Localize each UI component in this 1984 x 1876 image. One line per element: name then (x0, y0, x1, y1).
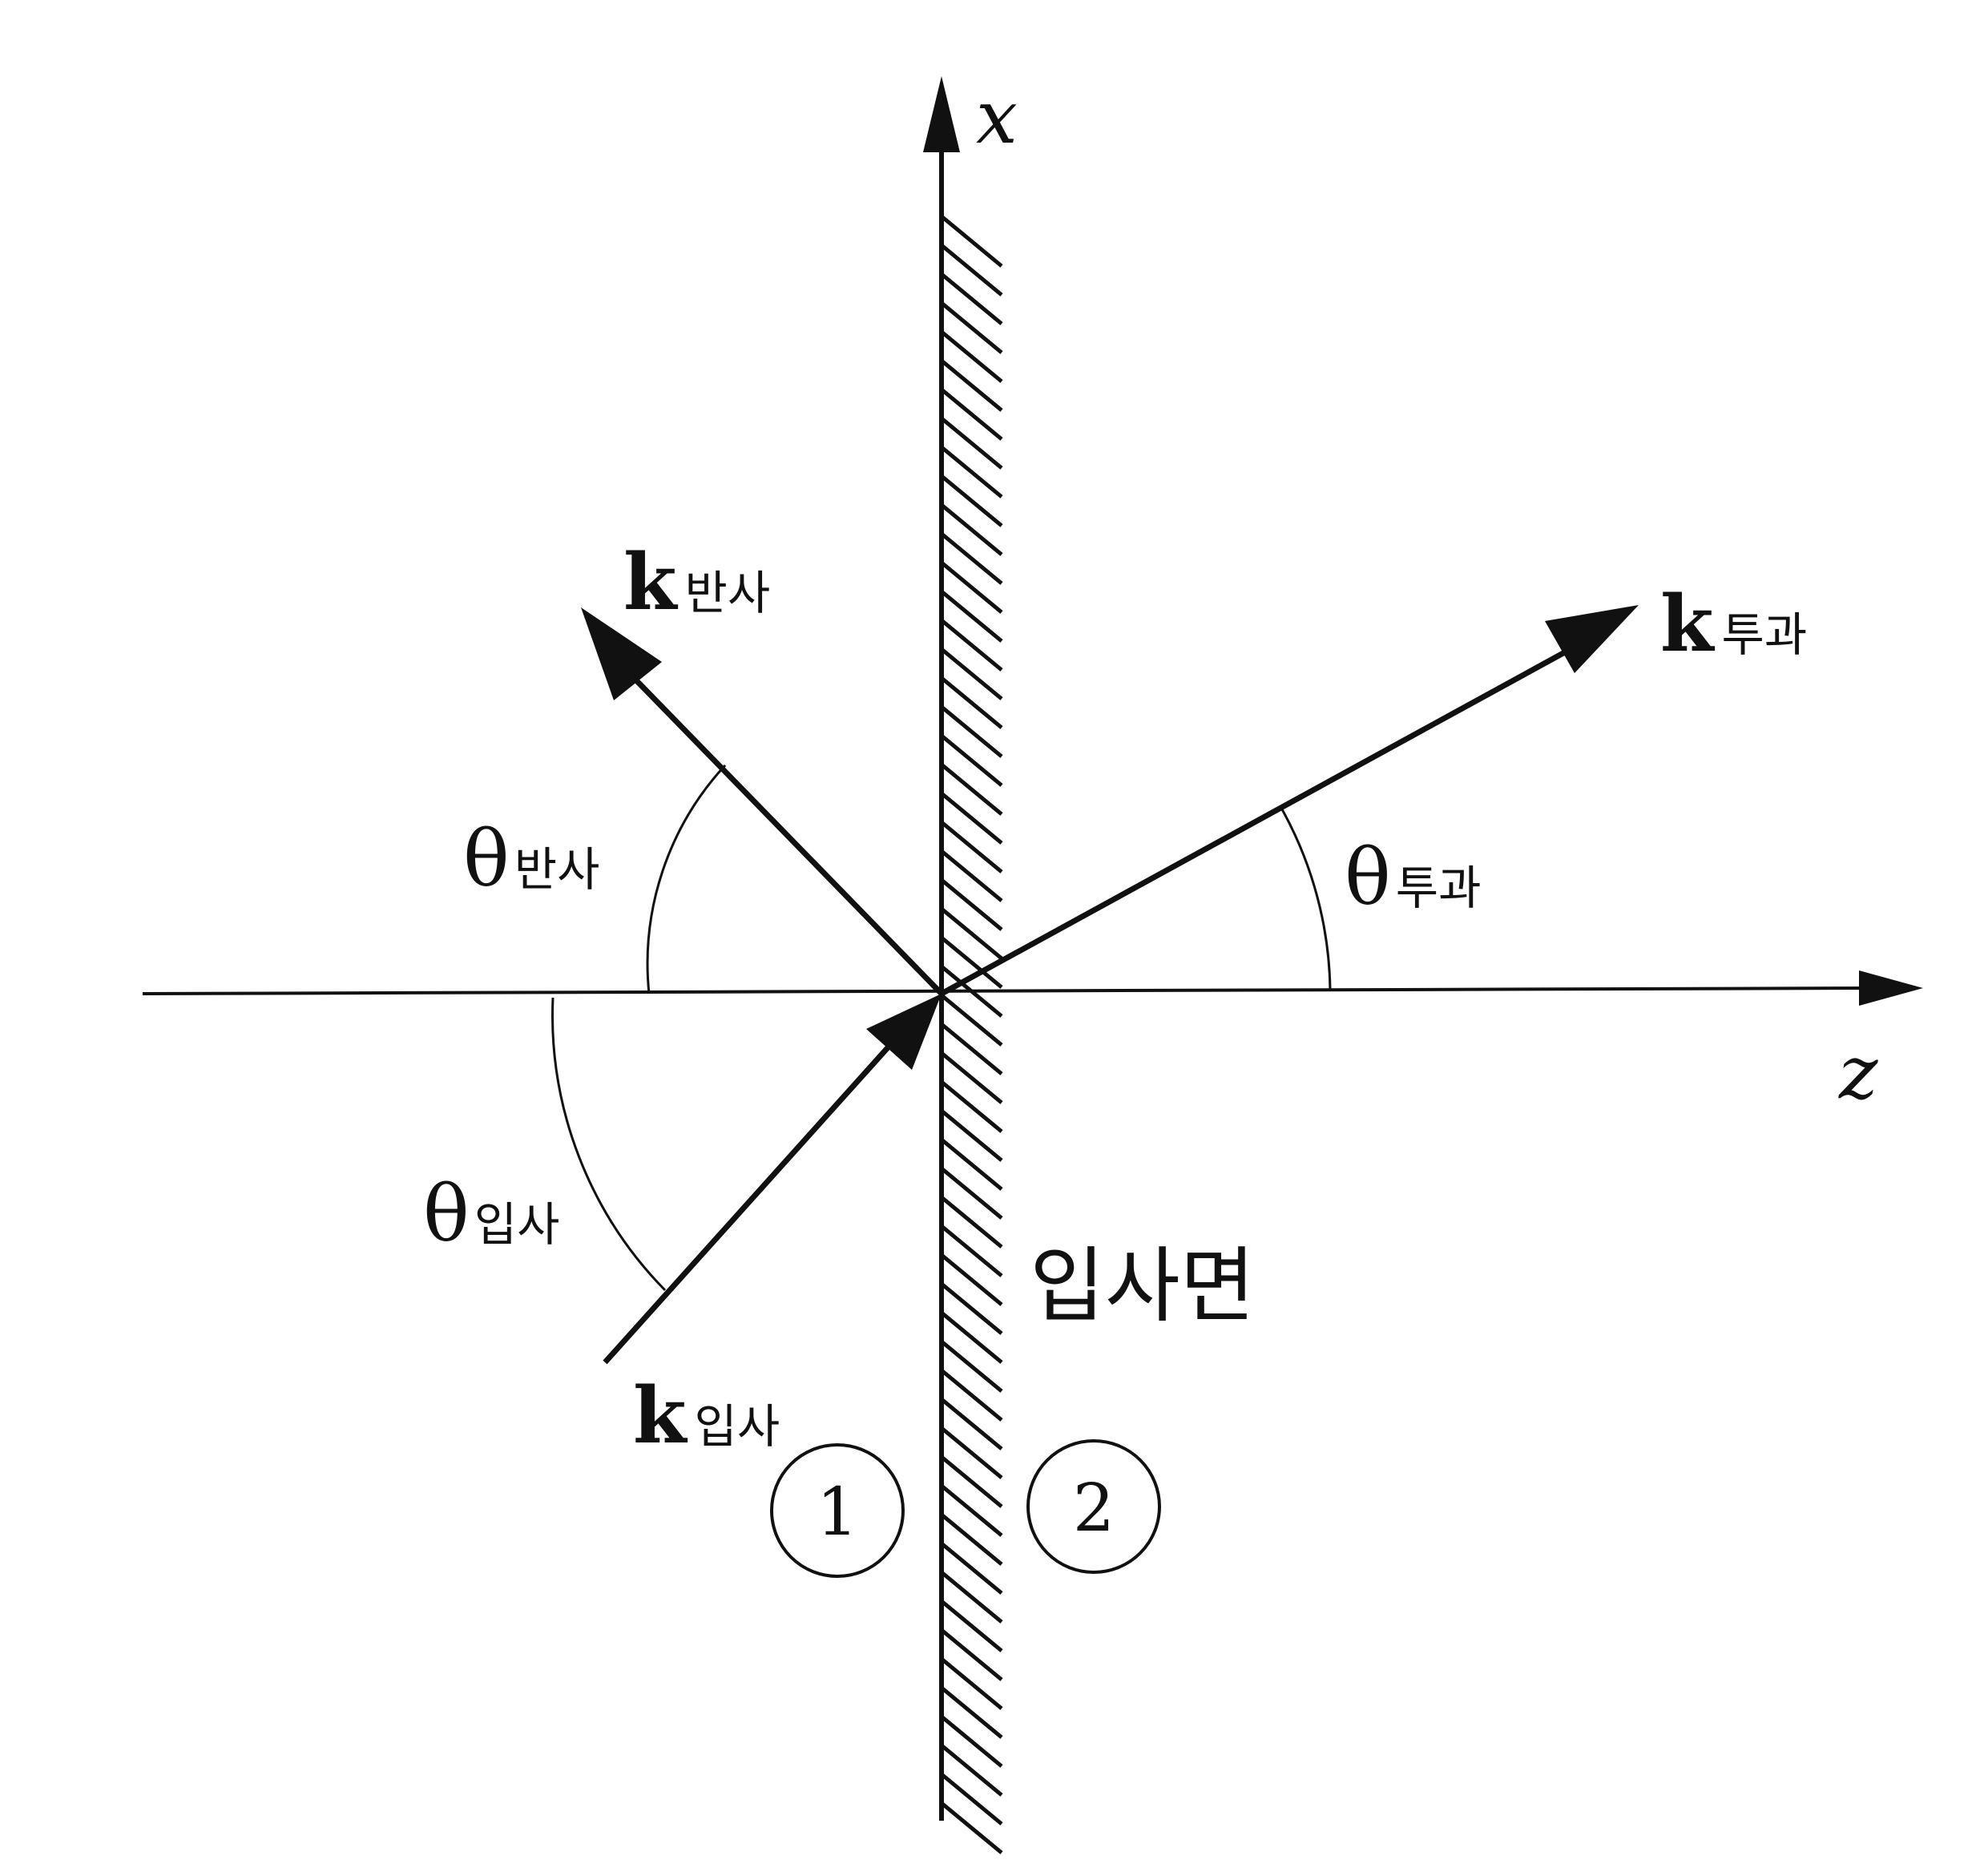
hatch-mark (940, 1628, 1003, 1681)
hatch-mark (940, 272, 1003, 325)
hatch-mark (940, 1715, 1003, 1768)
hatch-mark (940, 936, 1003, 989)
hatch-mark (940, 590, 1003, 643)
x-axis-arrowhead (923, 76, 960, 152)
x-axis-label: x (976, 75, 1018, 160)
transmitted-angle-arc (1280, 809, 1332, 990)
incident-ray (603, 1043, 892, 1365)
hatch-mark (940, 1513, 1003, 1566)
hatch-mark (940, 215, 1003, 268)
hatch-mark (940, 1542, 1003, 1595)
hatch-mark (940, 503, 1003, 556)
hatch-mark (940, 388, 1003, 441)
incident-angle-arc (551, 997, 667, 1292)
hatch-mark (940, 1455, 1003, 1508)
hatch-mark (940, 1109, 1003, 1162)
hatch-mark (940, 532, 1003, 585)
hatch-mark (940, 1686, 1003, 1739)
hatch-mark (940, 1080, 1003, 1133)
hatch-mark (940, 1801, 1003, 1854)
reflected-ray-arrowhead (581, 607, 662, 700)
hatch-mark (940, 474, 1003, 527)
medium-2-circle (1026, 1439, 1161, 1574)
hatch-mark (940, 1224, 1003, 1277)
hatch-mark (940, 1398, 1003, 1450)
hatch-mark (940, 301, 1003, 354)
hatch-mark (940, 705, 1003, 758)
hatch-mark (940, 1657, 1003, 1710)
hatch-mark (940, 792, 1003, 845)
hatch-mark (940, 1253, 1003, 1306)
incident-ray-arrowhead (866, 994, 942, 1070)
hatch-mark (940, 244, 1003, 297)
hatch-mark (940, 1571, 1003, 1624)
hatch-mark (940, 446, 1003, 498)
hatch-mark (940, 878, 1003, 931)
medium-1-number: 1 (817, 1475, 858, 1551)
transmitted-ray-arrowhead (1545, 605, 1639, 673)
hatch-mark (940, 417, 1003, 470)
hatch-mark (940, 1023, 1003, 1075)
hatch-mark (940, 619, 1003, 672)
hatch-mark (940, 907, 1003, 960)
medium-1-circle (770, 1443, 905, 1578)
medium-2-number: 2 (1073, 1471, 1115, 1547)
hatch-mark (940, 821, 1003, 873)
hatch-mark (940, 1426, 1003, 1479)
hatch-mark (940, 1484, 1003, 1537)
plane-of-incidence-label: 입사면 (1030, 1239, 1256, 1334)
transmitted-ray (940, 646, 1572, 997)
hatch-mark (940, 676, 1003, 729)
hatch-mark (940, 1138, 1003, 1191)
reflected-ray (635, 679, 944, 996)
hatch-mark (940, 763, 1003, 816)
hatch-mark (940, 1600, 1003, 1652)
hatch-mark (940, 561, 1003, 614)
hatch-mark (940, 1369, 1003, 1422)
hatch-mark (940, 1167, 1003, 1220)
reflected-angle-arc (646, 764, 727, 994)
hatch-mark (940, 849, 1003, 902)
hatch-mark (940, 734, 1003, 787)
z-axis-arrowhead (1859, 970, 1923, 1006)
hatch-mark (940, 648, 1003, 700)
hatch-mark (940, 1311, 1003, 1364)
z-axis-line (142, 986, 1876, 995)
hatch-mark (940, 359, 1003, 412)
hatch-mark (940, 1773, 1003, 1826)
hatch-mark (940, 1051, 1003, 1104)
hatch-mark (940, 1340, 1003, 1393)
hatch-mark (940, 1196, 1003, 1249)
z-axis-label: z (1838, 1030, 1878, 1116)
hatch-mark (940, 1744, 1003, 1797)
hatch-mark (940, 1282, 1003, 1335)
boundary-hatching (940, 215, 1003, 1854)
hatch-mark (940, 994, 1003, 1047)
hatch-mark (940, 330, 1003, 383)
